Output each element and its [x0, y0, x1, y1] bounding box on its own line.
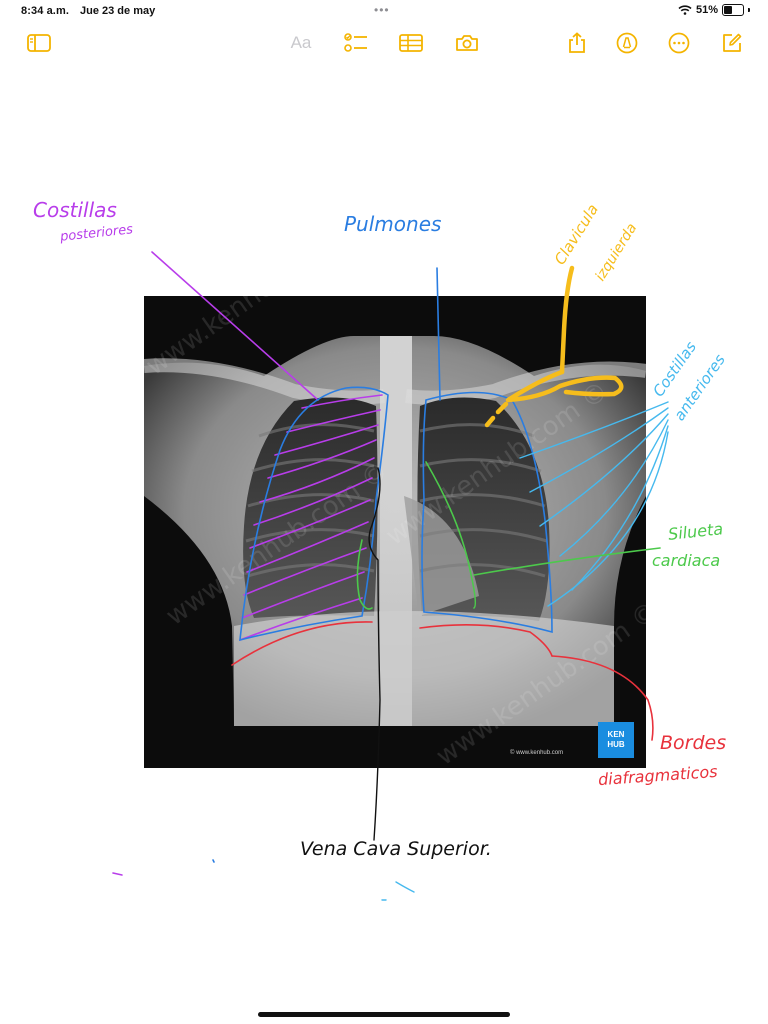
notes-toolbar: Aa [0, 28, 768, 58]
markup-button[interactable] [615, 28, 639, 58]
checklist-button[interactable] [342, 28, 370, 58]
battery-percent: 51% [695, 4, 718, 16]
more-button[interactable] [667, 28, 691, 58]
share-button[interactable] [565, 28, 589, 58]
status-time: 8:34 a.m. [21, 5, 69, 17]
format-button[interactable]: Aa [286, 28, 316, 58]
label-bordes-diafragmaticos: Bordes [660, 732, 727, 754]
table-button[interactable] [397, 28, 425, 58]
status-bar: 8:34 a.m. Jue 23 de may ••• 51% [0, 0, 768, 22]
status-date: Jue 23 de may [80, 5, 156, 17]
camera-icon [456, 35, 478, 51]
label-costillas-posteriores: Costillas [33, 198, 117, 222]
checklist-icon [344, 33, 367, 52]
markup-pen-icon [616, 32, 638, 54]
label-vena-cava-superior: Vena Cava Superior. [300, 838, 492, 860]
compose-button[interactable] [720, 28, 744, 58]
battery-fill [724, 6, 732, 14]
wifi-icon [678, 5, 692, 15]
purple-strokes [112, 251, 383, 876]
format-label: Aa [290, 33, 312, 52]
camera-button[interactable] [453, 28, 481, 58]
label-silueta-cardiaca-2: cardiaca [652, 551, 721, 570]
cyan-strokes [381, 401, 669, 901]
label-pulmones: Pulmones [344, 212, 442, 236]
yellow-strokes [484, 265, 624, 428]
battery-tip [748, 8, 750, 12]
more-icon [668, 32, 690, 54]
multitasking-dots-icon[interactable]: ••• [374, 3, 390, 17]
black-strokes [368, 467, 381, 841]
green-strokes [356, 461, 661, 610]
kenhub-logo-line2: HUB [607, 740, 625, 749]
kenhub-logo: KEN HUB [598, 722, 634, 758]
status-indicators: 51% [678, 4, 750, 16]
red-strokes [231, 621, 654, 741]
battery-icon [722, 4, 744, 16]
sidebar-icon [27, 34, 51, 52]
table-icon [399, 34, 423, 52]
kenhub-logo-line1: KEN [607, 730, 625, 739]
home-indicator[interactable] [258, 1012, 510, 1017]
share-icon [569, 32, 585, 53]
sidebar-toggle-button[interactable] [25, 28, 53, 58]
compose-icon [723, 33, 742, 52]
kenhub-credit: © www.kenhub.com [510, 750, 564, 756]
